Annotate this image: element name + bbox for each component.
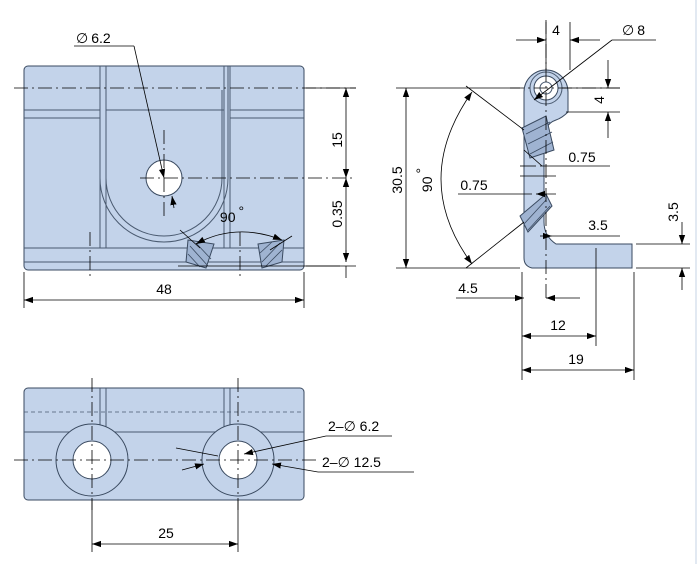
dim-holes-small: 2–∅ 6.2 bbox=[328, 418, 379, 434]
dim-075-right: 0.75 bbox=[568, 149, 595, 165]
dim-offset-45: 4.5 bbox=[458, 280, 478, 296]
dim-25: 25 bbox=[158, 525, 174, 541]
dim-305: 30.5 bbox=[389, 166, 405, 193]
side-view bbox=[510, 20, 633, 300]
dim-075-left: 0.75 bbox=[460, 177, 487, 193]
bottom-dims: 2–∅ 6.2 2–∅ 12.5 25 bbox=[91, 418, 414, 552]
dim-15: 15 bbox=[329, 132, 345, 148]
side-body bbox=[523, 69, 633, 269]
dim-foot-35: 3.5 bbox=[588, 217, 608, 233]
dim-holes-large: 2–∅ 12.5 bbox=[322, 454, 381, 470]
dim-foot-h-35: 3.5 bbox=[665, 202, 681, 222]
dim-bolt-dia-8: ∅8 bbox=[622, 22, 645, 38]
front-dims: ∅6.2 15 0.35 90° 48 bbox=[23, 30, 356, 308]
dim-angle-left: 90° bbox=[220, 203, 244, 225]
u-slot bbox=[99, 66, 229, 243]
dim-angle-side: 90° bbox=[413, 168, 435, 192]
bottom-view bbox=[14, 378, 320, 510]
dim-side-height-4: 4 bbox=[591, 96, 607, 104]
dim-035: 0.35 bbox=[329, 200, 345, 227]
dim-top-hole-dia: ∅6.2 bbox=[76, 30, 111, 46]
dim-48: 48 bbox=[156, 281, 172, 297]
side-dims: 4 ∅8 4 30.5 90° 0.75 0.75 3.5 bbox=[389, 22, 690, 380]
dim-side-width-4: 4 bbox=[552, 22, 560, 38]
front-view bbox=[14, 65, 356, 280]
dim-12: 12 bbox=[550, 317, 566, 333]
dim-19: 19 bbox=[568, 351, 584, 367]
